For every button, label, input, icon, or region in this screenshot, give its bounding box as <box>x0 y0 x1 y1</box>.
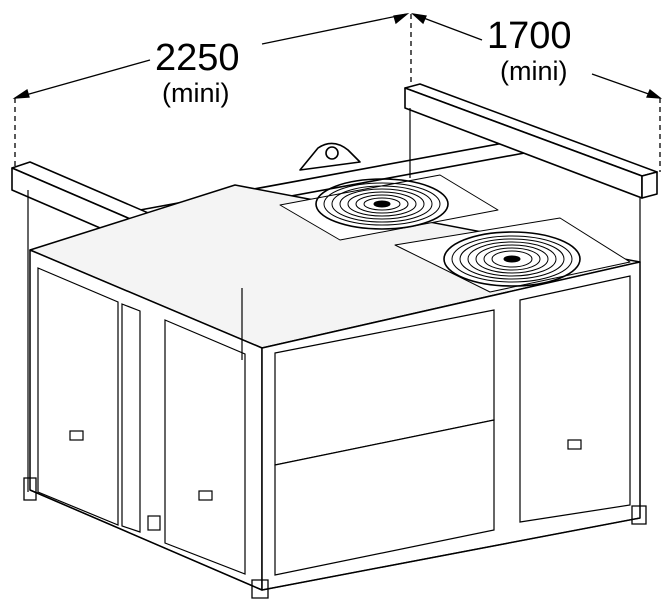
front-access-panels <box>274 275 631 576</box>
width-value: 1700 <box>487 15 572 57</box>
length-arrow-right <box>393 12 410 25</box>
length-value: 2250 <box>155 37 240 79</box>
fan-panel-rear <box>279 174 499 241</box>
left-panel-2-latch <box>147 515 161 531</box>
length-dimension-line-right <box>261 13 408 45</box>
left-panel-1-handle <box>69 430 84 441</box>
fan-front-outer-ring <box>443 231 581 287</box>
width-qualifier: (mini) <box>500 56 568 86</box>
base-rail-left <box>29 489 263 591</box>
fan-rear-grille-ring <box>347 191 417 217</box>
base-rail <box>23 477 647 599</box>
condenser-fan-rear <box>315 178 449 230</box>
lower-front-panel <box>274 419 495 576</box>
fan-front-grille-ring <box>475 244 549 274</box>
left-access-panels <box>37 267 246 575</box>
fan-rear-grille-ring <box>355 194 409 214</box>
fan-front-grille-ring <box>483 247 541 271</box>
condenser-fan-front <box>443 231 581 287</box>
length-dimension <box>12 12 410 168</box>
fan-front-grille-ring <box>459 238 565 280</box>
length-qualifier: (mini) <box>162 78 230 108</box>
base-foot-right <box>631 505 647 525</box>
width-arrow-right <box>646 88 663 99</box>
length-dimension-line-left <box>14 59 151 99</box>
width-arrow-left <box>410 13 427 25</box>
width-dimension <box>410 13 663 172</box>
fan-rear-grille-ring <box>331 185 433 223</box>
lifting-rods <box>27 108 641 492</box>
fan-front-grille-ring <box>467 241 557 277</box>
lifting-eye-hole <box>325 146 339 160</box>
base-rail-front <box>261 517 641 591</box>
fan-rear-outer-ring <box>315 178 449 230</box>
left-panel-1 <box>37 267 119 526</box>
fan-rear-grille-ring <box>339 188 425 220</box>
fan-rear-grille-ring <box>363 197 401 211</box>
fan-rear-grille-ring <box>323 182 441 226</box>
fan-rear-hub <box>373 200 391 208</box>
left-panel-3 <box>164 319 246 575</box>
base-foot-left <box>23 477 37 501</box>
left-panel-2 <box>121 303 141 533</box>
base-foot-center <box>251 579 269 599</box>
right-front-panel-handle <box>567 439 582 450</box>
length-arrow-left <box>12 88 30 99</box>
left-panel-3-handle <box>198 490 213 501</box>
fan-front-grille-ring <box>451 235 573 283</box>
right-lift-beam-end <box>641 171 658 199</box>
right-front-panel <box>519 275 631 523</box>
fan-front-hub <box>503 255 521 263</box>
fan-front-grille-ring <box>491 250 533 268</box>
